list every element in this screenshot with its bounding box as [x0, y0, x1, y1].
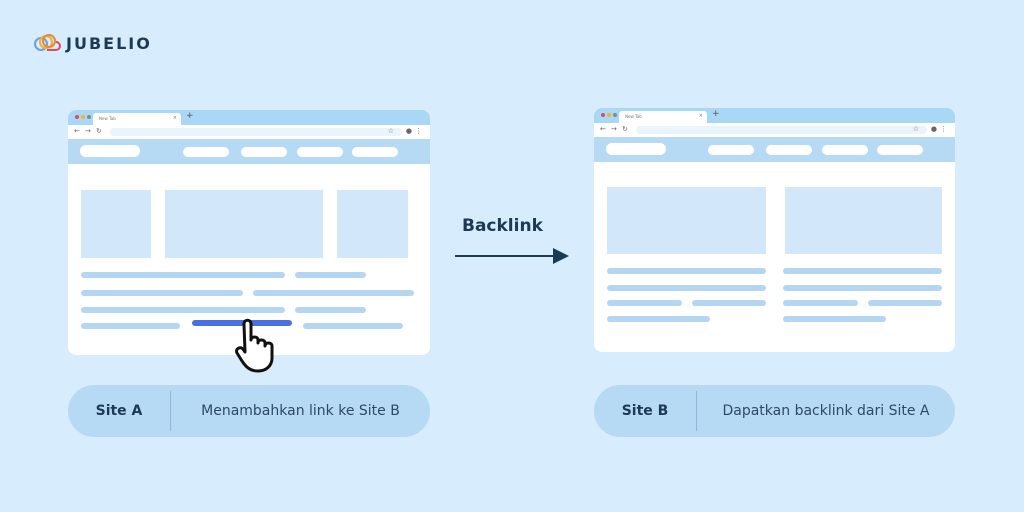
text-line-placeholder	[783, 300, 858, 306]
tab-title: New Tab	[625, 114, 642, 119]
text-line-placeholder	[81, 272, 285, 278]
nav-link-placeholder	[877, 145, 923, 155]
address-bar: ← → ↻ ☆ ●⋮	[68, 125, 430, 139]
site-a-browser-window: New Tab × + ← → ↻ ☆ ●⋮	[68, 110, 430, 355]
star-icon: ☆	[387, 127, 394, 135]
backlink-label: Backlink	[462, 216, 543, 236]
divider	[696, 391, 697, 431]
image-placeholder	[785, 187, 942, 254]
text-line-placeholder	[607, 285, 766, 291]
browser-tab[interactable]: New Tab ×	[93, 113, 181, 125]
text-line-placeholder	[783, 285, 942, 291]
image-placeholder	[165, 190, 323, 258]
back-icon[interactable]: ←	[74, 127, 80, 135]
text-line-placeholder	[607, 268, 766, 274]
site-navbar	[68, 139, 430, 164]
site-b-label: Site B Dapatkan backlink dari Site A	[594, 385, 955, 437]
new-tab-button[interactable]: +	[712, 109, 720, 119]
back-icon[interactable]: ←	[600, 125, 606, 133]
site-a-name: Site A	[95, 403, 143, 419]
arrow-right-icon	[455, 248, 569, 264]
window-dot[interactable]	[613, 113, 617, 117]
site-a-description: Menambahkan link ke Site B	[201, 403, 400, 419]
window-dot[interactable]	[607, 113, 611, 117]
brand-name: JUBELIO	[66, 33, 152, 53]
text-line-placeholder	[607, 316, 710, 322]
tab-title: New Tab	[99, 116, 116, 121]
image-placeholder	[337, 190, 408, 258]
text-line-placeholder	[783, 268, 942, 274]
backlink-highlight	[192, 320, 292, 326]
nav-link-placeholder	[183, 147, 229, 157]
site-logo-placeholder	[80, 145, 140, 157]
nav-link-placeholder	[241, 147, 287, 157]
site-navbar	[594, 137, 955, 162]
site-b-description: Dapatkan backlink dari Site A	[722, 403, 930, 419]
text-line-placeholder	[81, 323, 180, 329]
text-line-placeholder	[295, 272, 366, 278]
nav-link-placeholder	[352, 147, 398, 157]
url-input[interactable]	[636, 126, 927, 134]
site-b-browser-window: New Tab × + ← → ↻ ☆ ●⋮	[594, 108, 955, 352]
image-placeholder	[607, 187, 766, 254]
new-tab-button[interactable]: +	[186, 111, 194, 121]
url-input[interactable]	[110, 128, 402, 136]
window-dot[interactable]	[81, 115, 85, 119]
site-b-name: Site B	[621, 403, 669, 419]
jubelio-logo: JUBELIO	[33, 33, 152, 53]
reload-icon[interactable]: ↻	[622, 125, 628, 133]
window-controls	[75, 115, 91, 119]
text-line-placeholder	[81, 307, 285, 313]
reload-icon[interactable]: ↻	[96, 127, 102, 135]
window-dot[interactable]	[75, 115, 79, 119]
image-placeholder	[81, 190, 151, 258]
text-line-placeholder	[783, 316, 886, 322]
nav-link-placeholder	[297, 147, 343, 157]
tab-close-icon[interactable]: ×	[698, 113, 703, 119]
forward-icon[interactable]: →	[85, 127, 91, 135]
tab-close-icon[interactable]: ×	[172, 115, 177, 121]
menu-icon: ⋮	[415, 127, 422, 135]
site-logo-placeholder	[606, 143, 666, 155]
profile-icon: ●	[405, 127, 412, 135]
tab-bar: New Tab × +	[594, 108, 955, 123]
forward-icon[interactable]: →	[611, 125, 617, 133]
pointer-hand-icon	[235, 318, 274, 373]
site-a-label: Site A Menambahkan link ke Site B	[68, 385, 430, 437]
nav-link-placeholder	[708, 145, 754, 155]
text-line-placeholder	[81, 290, 243, 296]
window-dot[interactable]	[87, 115, 91, 119]
menu-icon: ⋮	[940, 125, 947, 133]
window-dot[interactable]	[601, 113, 605, 117]
divider	[170, 391, 171, 431]
cloud-logo-icon	[34, 34, 61, 51]
star-icon: ☆	[912, 125, 919, 133]
text-line-placeholder	[868, 300, 942, 306]
tab-bar: New Tab × +	[68, 110, 430, 125]
browser-tab[interactable]: New Tab ×	[619, 111, 707, 123]
nav-link-placeholder	[822, 145, 868, 155]
nav-link-placeholder	[766, 145, 812, 155]
text-line-placeholder	[607, 300, 682, 306]
profile-icon: ●	[930, 125, 937, 133]
window-controls	[601, 113, 617, 117]
text-line-placeholder	[295, 307, 366, 313]
text-line-placeholder	[303, 323, 403, 329]
text-line-placeholder	[253, 290, 414, 296]
text-line-placeholder	[692, 300, 766, 306]
address-bar: ← → ↻ ☆ ●⋮	[594, 123, 955, 137]
